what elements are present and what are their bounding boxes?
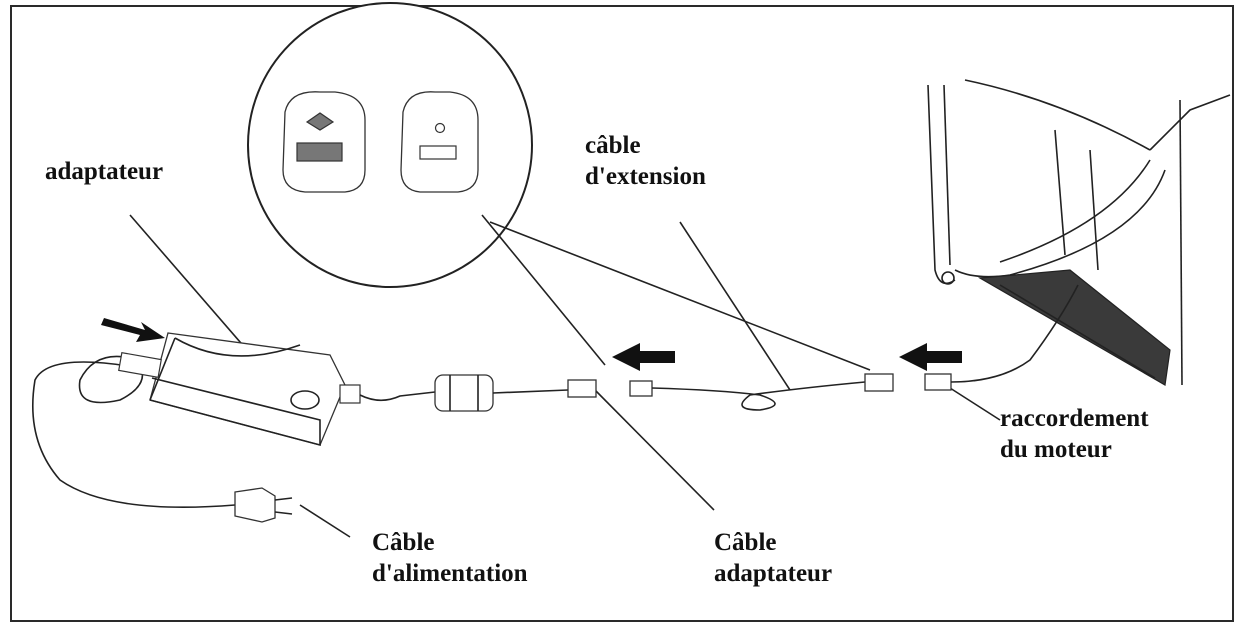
male-connector-face xyxy=(282,91,366,193)
zoom-circle xyxy=(247,2,533,288)
arrow-icon xyxy=(612,343,675,371)
leader-lines xyxy=(129,214,1001,538)
female-connector-face xyxy=(400,91,479,193)
diagram-frame xyxy=(10,5,1234,622)
connector-male-1 xyxy=(629,380,653,397)
motor-base xyxy=(978,269,1171,386)
connector-male-2 xyxy=(924,373,952,391)
ferrite-core xyxy=(434,374,494,412)
furniture-illustration xyxy=(927,79,1231,386)
connector-icon xyxy=(118,351,162,379)
label-adaptateur: adaptateur xyxy=(45,156,163,187)
label-cable-extension: câble d'extension xyxy=(585,130,706,192)
label-cable-adaptateur: Câble adaptateur xyxy=(714,527,832,589)
label-adaptateur-text: adaptateur xyxy=(45,158,164,185)
arrows xyxy=(101,318,962,371)
adapter-cable xyxy=(359,284,1079,412)
label-raccordement-moteur: raccordement du moteur xyxy=(1000,403,1149,465)
label-cable-adaptateur-line2: adaptateur xyxy=(714,560,833,587)
label-raccordement-line2: du moteur xyxy=(1000,436,1112,463)
label-cable-adaptateur-line1: Câble xyxy=(714,529,777,556)
label-cable-alimentation-line2: d'alimentation xyxy=(372,560,528,587)
plug-icon xyxy=(234,487,276,523)
zoom-detail xyxy=(247,2,533,288)
label-cable-alimentation-line1: Câble xyxy=(372,529,435,556)
connector-female-1 xyxy=(567,379,597,398)
arrow-icon xyxy=(101,318,165,342)
label-raccordement-line1: raccordement xyxy=(1000,405,1149,432)
label-cable-alimentation: Câble d'alimentation xyxy=(372,527,528,589)
connector-female-2 xyxy=(864,373,894,392)
label-cable-extension-line1: câble xyxy=(585,132,641,159)
adapter-box xyxy=(118,332,361,447)
arrow-icon xyxy=(899,343,962,371)
label-cable-extension-line2: d'extension xyxy=(585,163,706,190)
power-cable xyxy=(32,355,293,523)
